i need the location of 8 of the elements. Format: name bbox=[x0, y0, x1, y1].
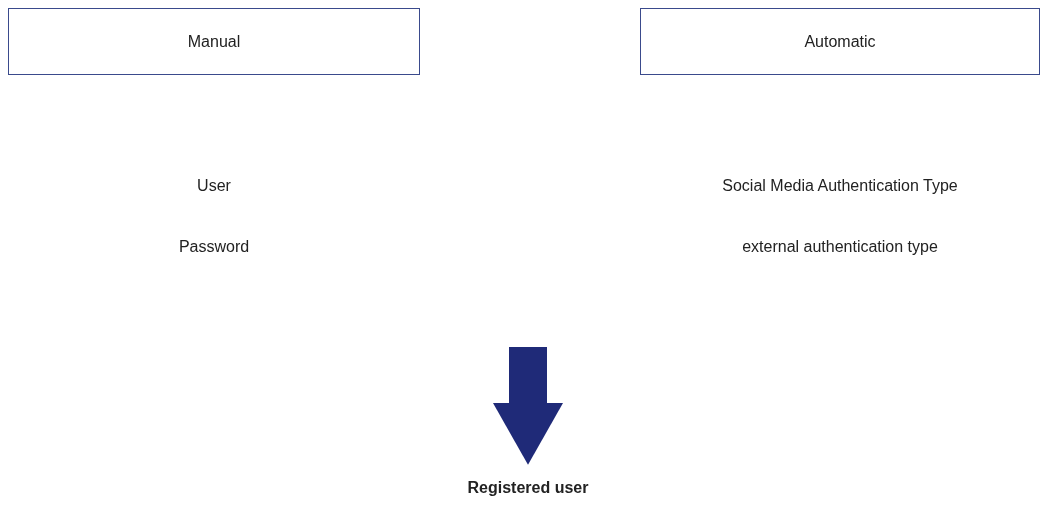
result-text: Registered user bbox=[458, 465, 598, 510]
option-label: User bbox=[197, 177, 231, 195]
option-box: Manual bbox=[8, 8, 420, 75]
option-label: Password bbox=[178, 238, 250, 256]
down-arrow bbox=[493, 347, 563, 465]
option-label: external authentication type bbox=[742, 238, 938, 256]
option-box: Automatic bbox=[640, 8, 1040, 75]
option-label: Social Media Authentication Type bbox=[722, 177, 958, 195]
